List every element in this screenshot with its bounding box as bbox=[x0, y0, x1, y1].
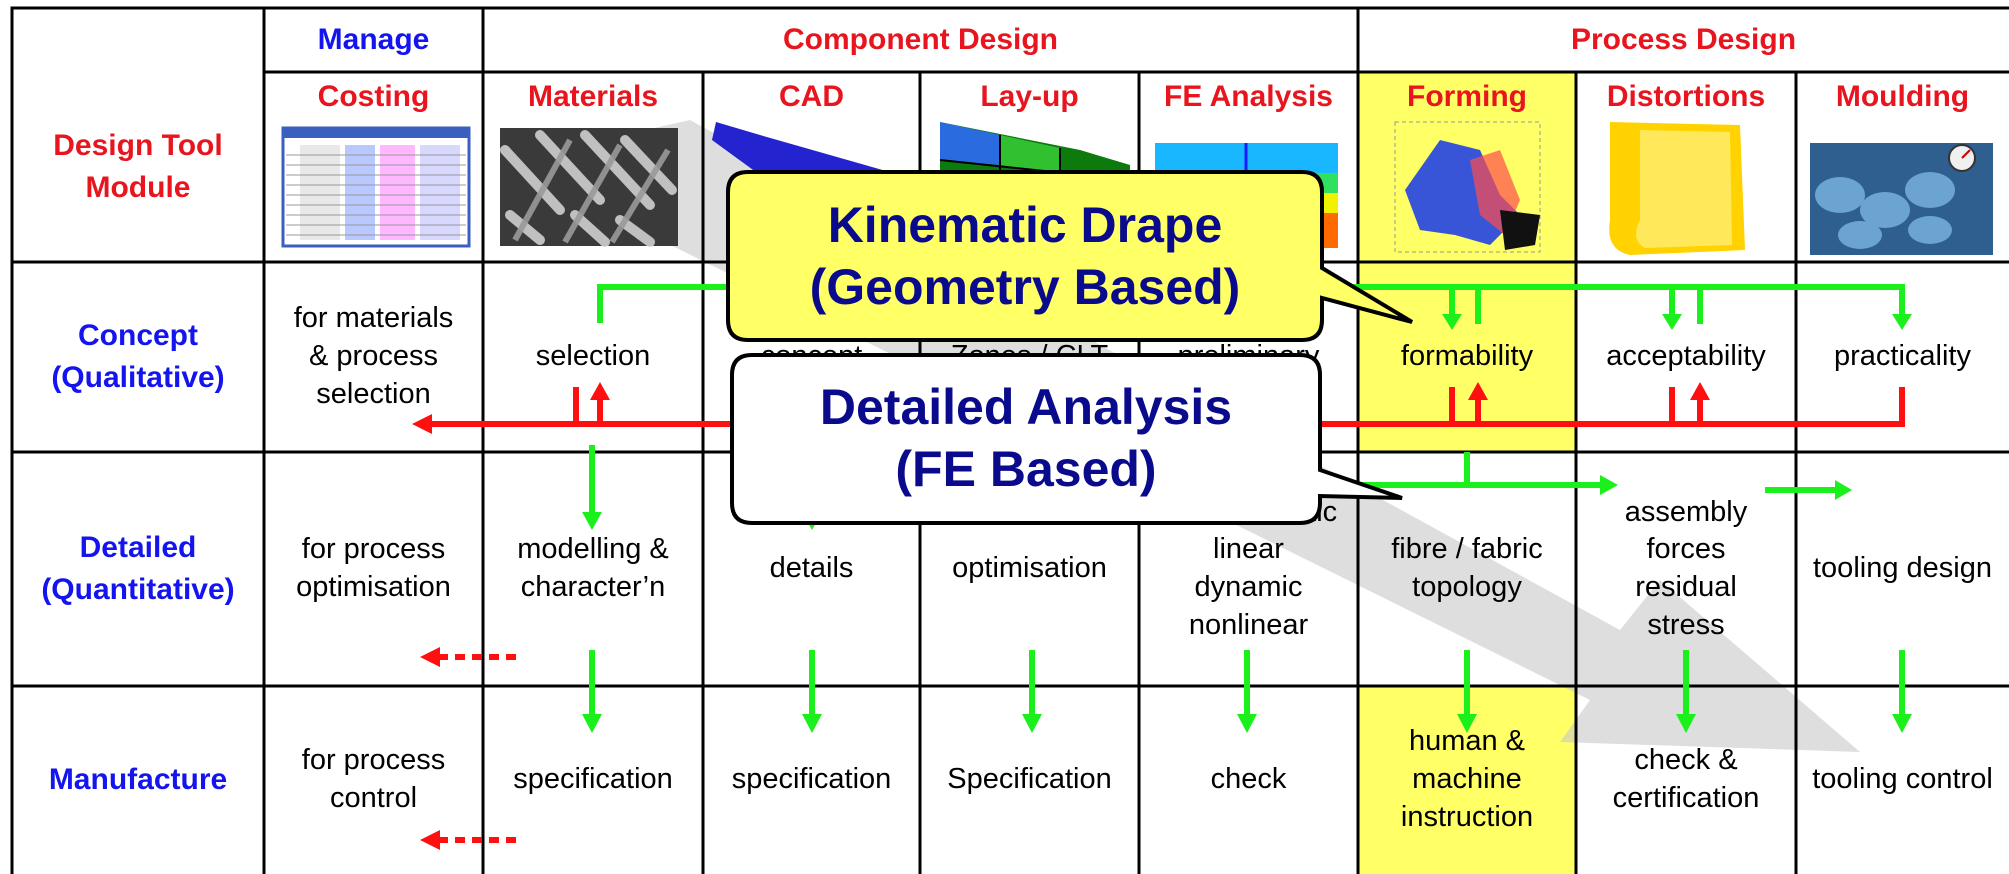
manufacture-materials-cell: specification bbox=[513, 763, 673, 796]
moulding-tool-image bbox=[1810, 143, 1993, 255]
detailed-materials-cell: modelling & character’n bbox=[517, 533, 669, 603]
column-costing: Costing bbox=[317, 80, 430, 113]
column-moulding: Moulding bbox=[1835, 80, 1970, 113]
manufacture-fe-cell: check bbox=[1210, 763, 1287, 796]
manufacture-distortions-cell: check & certification bbox=[1612, 744, 1760, 814]
column-layup: Lay-up bbox=[980, 80, 1079, 113]
concept-costing-cell: for materials & process selection bbox=[293, 302, 454, 410]
component-design-group-header: Component Design bbox=[783, 23, 1058, 56]
detailed-moulding-cell: tooling design bbox=[1813, 552, 1992, 585]
manage-group-header: Manage bbox=[317, 23, 430, 56]
manufacture-forming-cell: human & machine instruction bbox=[1400, 725, 1534, 833]
red-arrowheads bbox=[412, 382, 1710, 850]
process-design-group-header: Process Design bbox=[1570, 23, 1797, 56]
detailed-analysis-callout: Detailed Analysis (FE Based) bbox=[819, 379, 1233, 497]
woven-fabric-image bbox=[500, 128, 678, 247]
column-forming: Forming bbox=[1407, 80, 1527, 113]
manufacture-costing-cell: for process control bbox=[301, 744, 446, 814]
column-distortions: Distortions bbox=[1606, 80, 1766, 113]
kinematic-drape-callout: Kinematic Drape (Geometry Based) bbox=[809, 197, 1241, 315]
concept-forming-cell: formability bbox=[1400, 340, 1534, 373]
manufacture-layup-cell: Specification bbox=[947, 763, 1112, 796]
concept-distortions-cell: acceptability bbox=[1606, 340, 1766, 373]
detailed-layup-cell: optimisation bbox=[952, 552, 1107, 585]
detailed-distortions-cell: assembly forces residual stress bbox=[1624, 495, 1748, 641]
detailed-cad-cell: details bbox=[769, 552, 854, 585]
detailed-costing-cell: for process optimisation bbox=[296, 533, 451, 603]
column-fe-analysis: FE Analysis bbox=[1164, 80, 1333, 113]
column-materials: Materials bbox=[527, 80, 659, 113]
design-tool-module-label: Design Tool Module bbox=[53, 129, 223, 204]
detailed-forming-cell: fibre / fabric topology bbox=[1391, 533, 1543, 603]
spreadsheet-image bbox=[281, 126, 471, 248]
manufacture-cad-cell: specification bbox=[731, 763, 892, 796]
concept-materials-cell: selection bbox=[535, 340, 651, 373]
row-detailed-label: Detailed (Quantitative) bbox=[41, 531, 235, 606]
manufacture-moulding-cell: tooling control bbox=[1812, 763, 1993, 796]
row-manufacture-label: Manufacture bbox=[48, 763, 228, 796]
row-concept-label: Concept (Qualitative) bbox=[51, 319, 225, 394]
distortion-part-image bbox=[1609, 122, 1745, 255]
concept-moulding-cell: practicality bbox=[1834, 340, 1971, 373]
forming-simulation-image bbox=[1394, 121, 1541, 253]
column-cad: CAD bbox=[779, 80, 844, 113]
